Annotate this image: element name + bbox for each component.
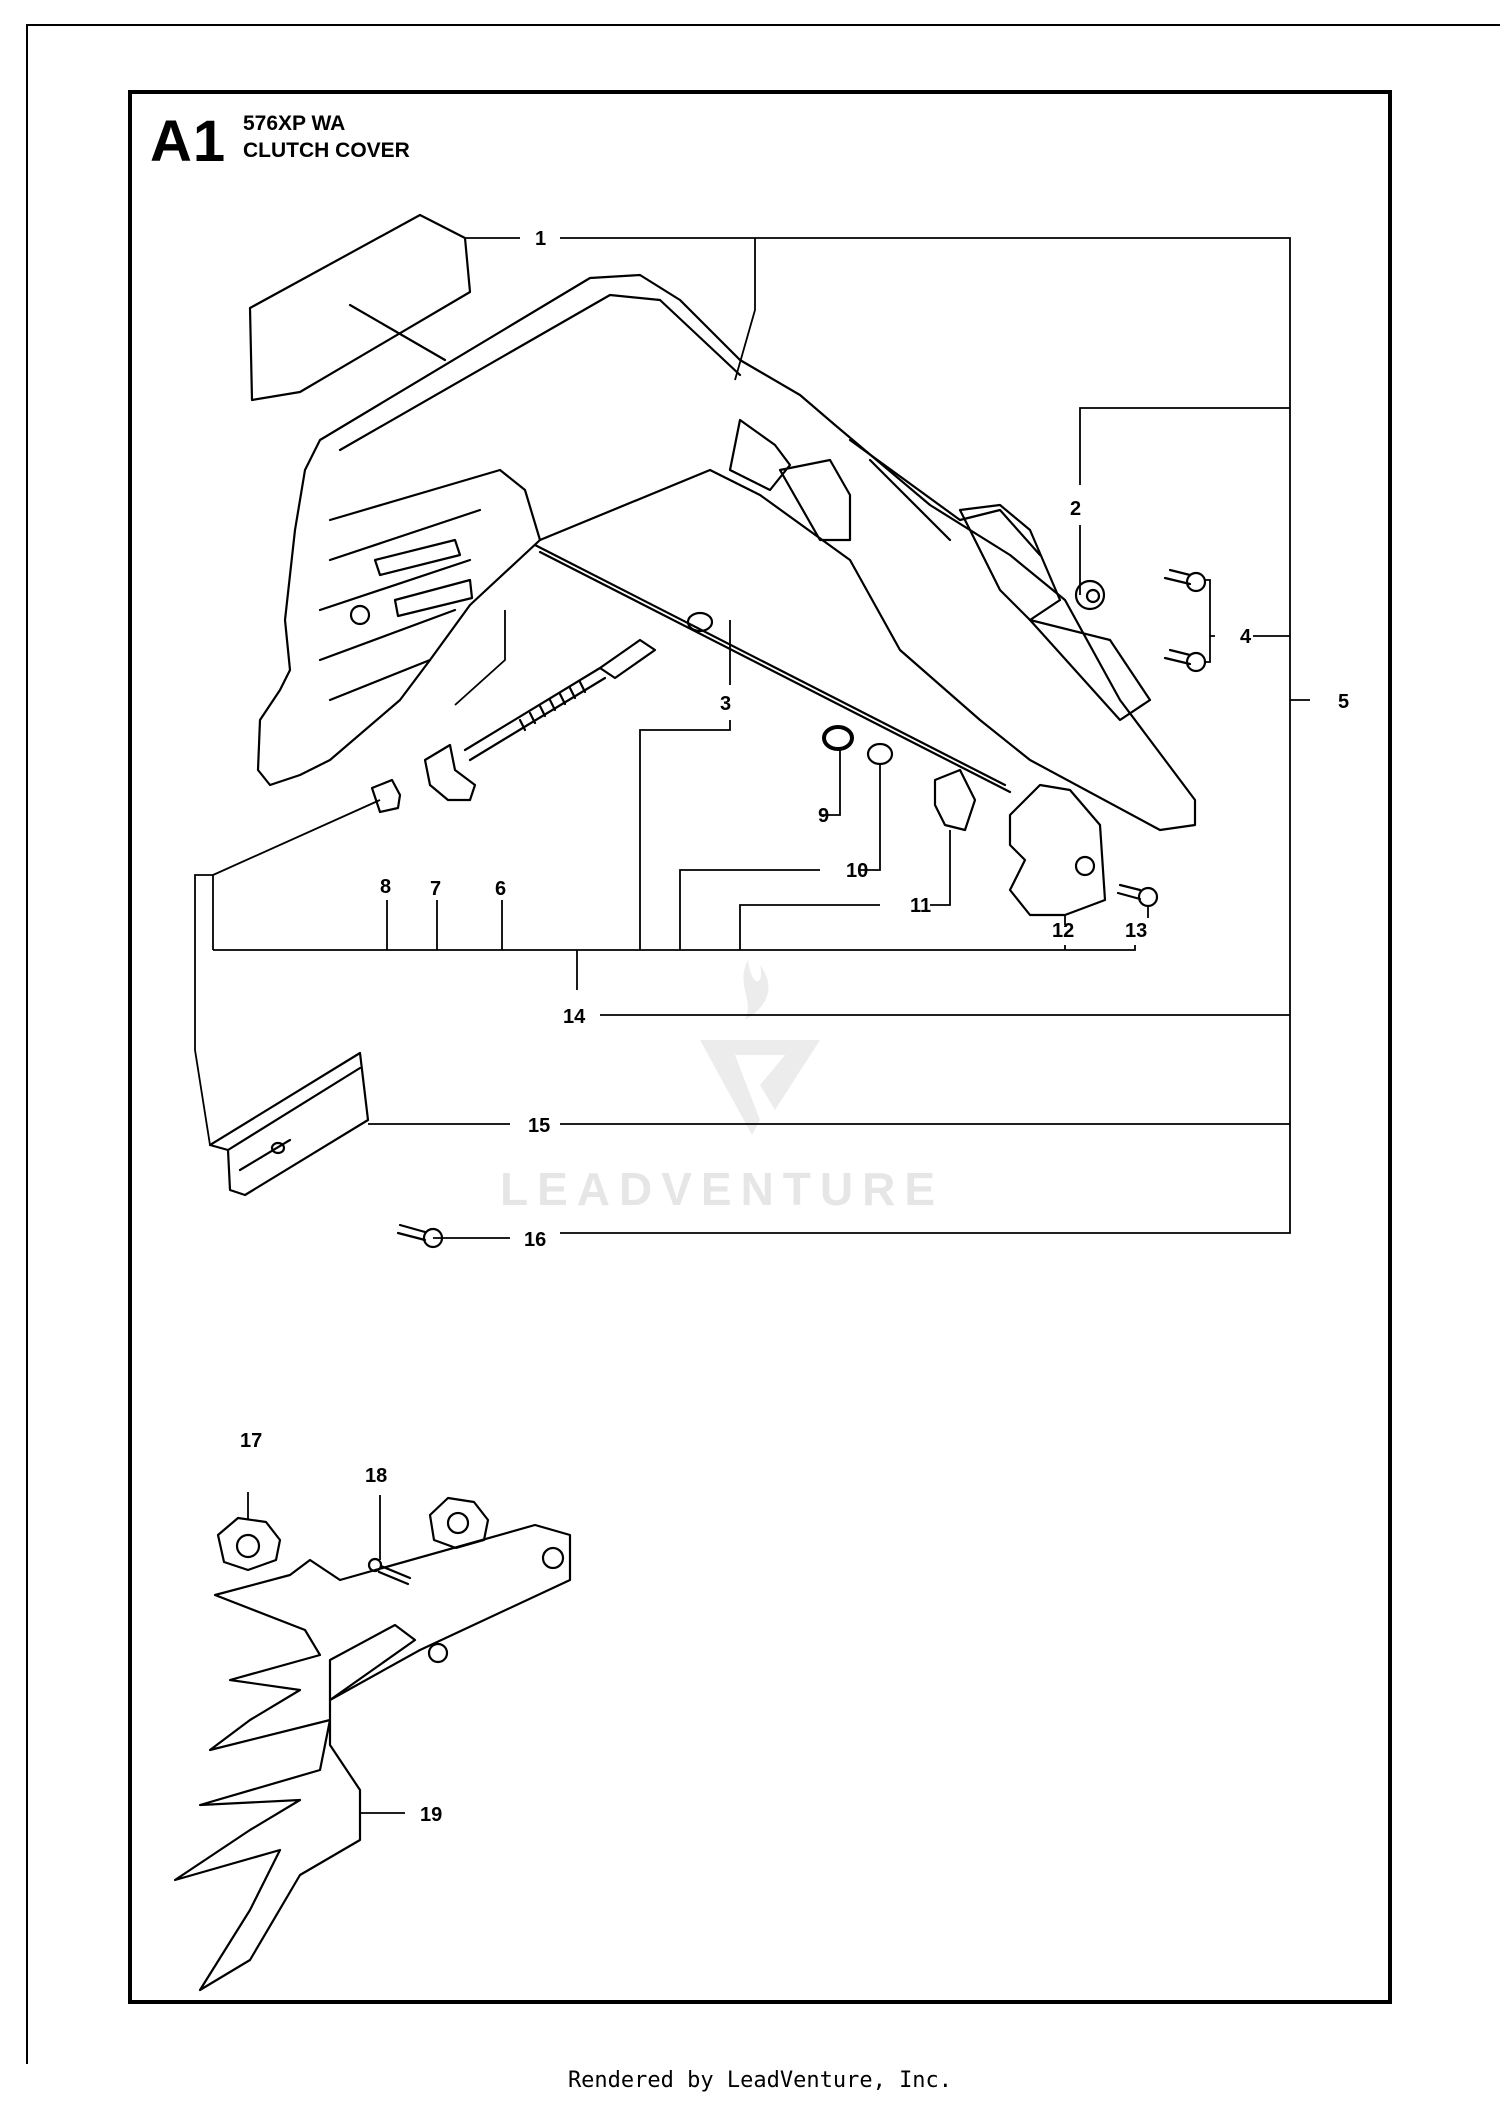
bumper-spike-icon [208, 1051, 370, 1197]
callout-11: 11 [910, 895, 931, 917]
model-name: 576XP WA [243, 112, 346, 135]
small-nut-icon [370, 778, 402, 814]
screw-16-icon [396, 1223, 444, 1249]
callout-16: 16 [524, 1229, 546, 1251]
ring-icon [686, 611, 714, 633]
decal-icon [248, 213, 472, 402]
bumper-spike-face [226, 1066, 362, 1172]
cover-plate-hole [1074, 855, 1096, 877]
felling-dog-plate [328, 1623, 417, 1702]
adjuster-shaft-line [533, 543, 1012, 794]
callout-19: 19 [420, 1804, 442, 1826]
tensioner-nut-icon [423, 743, 477, 802]
flange-nut-icon [216, 1496, 490, 1572]
callout-4: 4 [1240, 626, 1252, 648]
callout-7: 7 [430, 878, 441, 900]
callout-18: 18 [365, 1465, 387, 1487]
o-ring-icon [822, 725, 854, 751]
callout-1: 1 [535, 228, 546, 250]
diagram-frame [128, 90, 1392, 2004]
clutch-cover-inner [318, 468, 542, 702]
cover-plate-icon [1008, 783, 1107, 917]
decal-hatch [348, 303, 447, 362]
diagram-title: CLUTCH COVER [243, 139, 410, 162]
section-code: A1 [150, 109, 227, 174]
screw-icon [1163, 568, 1207, 673]
adjusting-screw-thread [518, 680, 587, 732]
clutch-cover-strut [728, 418, 852, 542]
clutch-cover-lower [1028, 618, 1152, 722]
washer-hole [1085, 588, 1101, 604]
callout-3: 3 [720, 693, 731, 715]
bumper-spike-hole [270, 1141, 286, 1155]
screw-13-icon [1116, 883, 1159, 908]
clutch-cover-bracket [958, 503, 1062, 622]
callout-labels: 1 2 3 4 5 6 7 8 9 10 11 12 13 14 15 16 1… [240, 228, 1349, 1826]
watermark-logo-icon [700, 960, 820, 1135]
callout-14: 14 [563, 1006, 586, 1028]
callout-8: 8 [380, 876, 391, 898]
callout-12: 12 [1052, 920, 1074, 942]
adjusting-screw-icon [463, 638, 657, 762]
callout-17: 17 [240, 1430, 262, 1452]
footer-credit: Rendered by LeadVenture, Inc. [567, 2068, 953, 2093]
callout-10: 10 [846, 860, 868, 882]
callout-5: 5 [1338, 691, 1349, 713]
clutch-cover-hole [349, 604, 371, 626]
callout-13: 13 [1125, 920, 1147, 942]
callout-15: 15 [528, 1115, 550, 1137]
leader-lines [194, 237, 1310, 1814]
page-left-rule [26, 24, 28, 2064]
part-drawings [173, 213, 1207, 1992]
flat-washer-icon [866, 742, 894, 766]
clutch-cover-icon [256, 273, 1197, 832]
gear-icon [933, 768, 977, 832]
washer-icon [1074, 579, 1106, 611]
callout-9: 9 [818, 805, 829, 827]
callout-2: 2 [1070, 498, 1081, 520]
clutch-cover-ridge [338, 293, 742, 452]
felling-dog-hole-2 [427, 1642, 449, 1664]
watermark-text: LEADVENTURE [500, 1163, 944, 1215]
callout-6: 6 [495, 878, 506, 900]
felling-dog-hole [541, 1546, 565, 1570]
page-top-rule [26, 24, 1500, 26]
felling-dog-icon [173, 1523, 572, 1992]
brake-guard-arm [848, 438, 1042, 557]
clutch-cover-slot [373, 538, 474, 618]
